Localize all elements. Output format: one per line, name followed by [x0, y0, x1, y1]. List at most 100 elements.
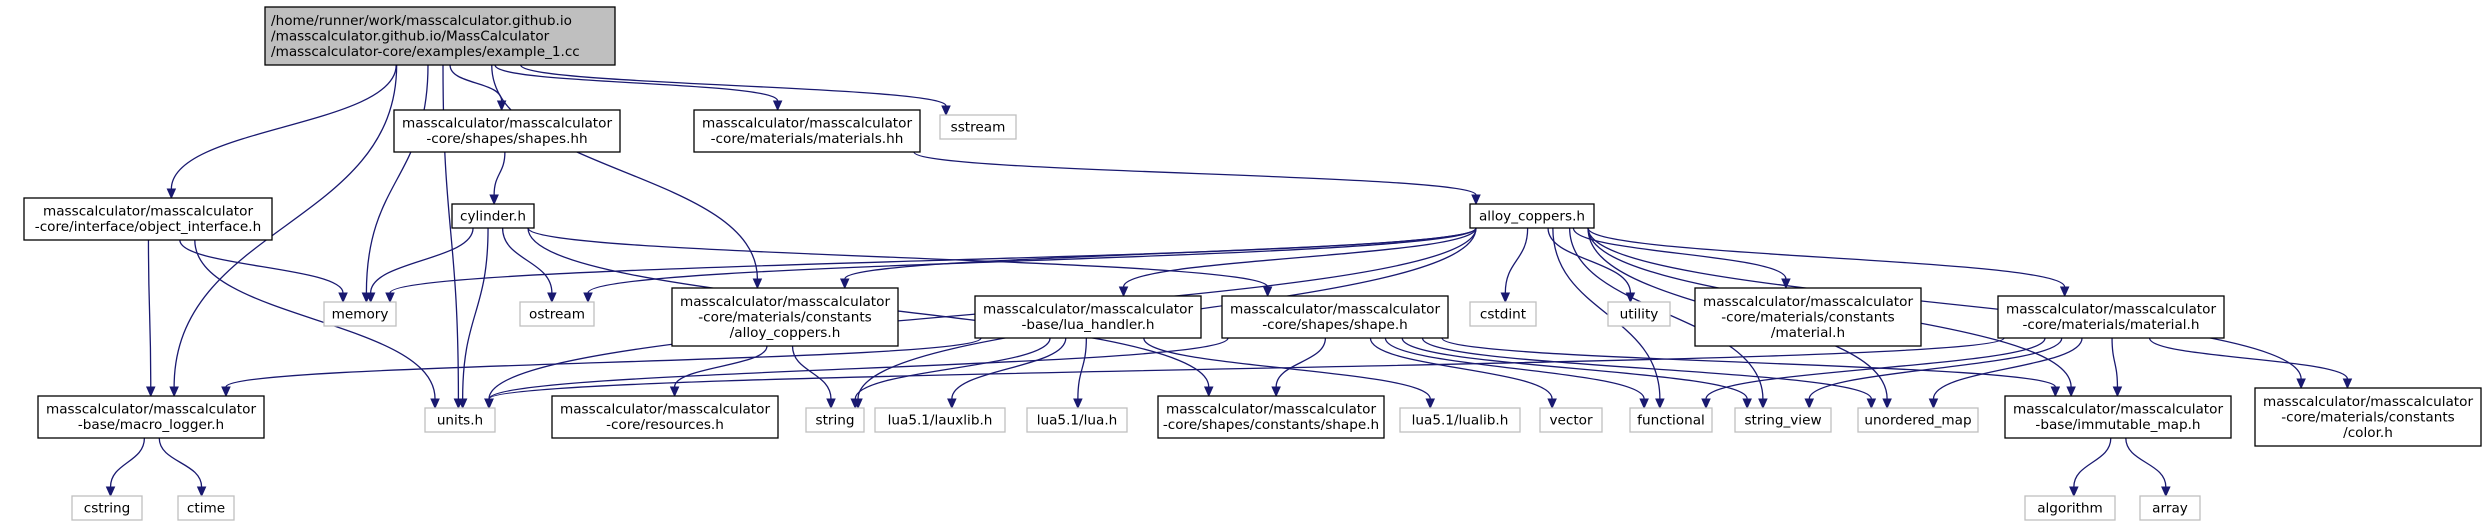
node-box: [71, 495, 143, 521]
node-resources[interactable]: masscalculator/masscalculator-core/resou…: [551, 395, 779, 439]
node-label-line: ostream: [529, 306, 585, 322]
node-label-line: masscalculator/masscalculator: [2263, 394, 2473, 410]
node-label-line: -base/macro_logger.h: [78, 417, 224, 433]
arrowhead-material_h-to-functional: [1701, 398, 1711, 410]
arrowhead-alloy_coppers-to-immutable_map: [2066, 386, 2076, 398]
node-constants-material[interactable]: masscalculator/masscalculator-core/mater…: [1694, 287, 1922, 347]
edge-lua_handler-to-lualib: [1143, 337, 1431, 400]
arrowhead-alloy_coppers-to-string_view: [1758, 398, 1768, 410]
edge-material_h-to-functional: [1705, 337, 2046, 400]
edge-alloy_coppers-to-cstdint: [1504, 227, 1529, 294]
edge-material_h-to-color: [2148, 337, 2349, 380]
node-box: [177, 495, 235, 521]
node-label-line: -core/shapes/shapes.hh: [426, 131, 587, 147]
arrowhead-alloy_coppers-to-color: [2296, 378, 2306, 390]
node-label-line: lua5.1/lua.h: [1037, 412, 1118, 428]
edge-material_h-to-string_view: [1808, 337, 2063, 400]
node-shape-h[interactable]: masscalculator/masscalculator-core/shape…: [1221, 295, 1449, 339]
arrowhead-alloy_coppers-to-unordered_map: [1882, 398, 1892, 410]
edge-materials_hh-to-alloy_coppers: [913, 151, 1477, 196]
node-box: [1857, 407, 1979, 433]
arrowhead-root-to-materials_hh: [772, 100, 783, 112]
node-label-line: cstring: [84, 500, 131, 516]
arrowhead-constants_alloy-to-string: [826, 398, 836, 410]
edge-shape_h-to-functional: [1384, 337, 1645, 400]
arrowhead-cylinder-to-units: [457, 398, 468, 410]
arrowhead-material_h-to-color: [2342, 378, 2353, 390]
edge-alloy_coppers-to-ostream: [587, 227, 1477, 294]
edge-alloy_coppers-to-utility: [1547, 227, 1632, 294]
node-label-line: lua5.1/lualib.h: [1412, 412, 1509, 428]
node-immutable-map[interactable]: masscalculator/masscalculator-base/immut…: [2004, 395, 2232, 439]
node-box: [874, 407, 1006, 433]
arrowhead-materials_hh-to-alloy_coppers: [1471, 194, 1481, 206]
node-box: [451, 203, 535, 229]
node-label-line: masscalculator/masscalculator: [46, 402, 256, 418]
arrowhead-lua_handler-to-lualib: [1425, 398, 1436, 410]
node-label-line: -core/materials/constants: [1721, 309, 1895, 325]
arrowhead-cylinder-to-shape_h: [1262, 286, 1273, 298]
node-label-line: unordered_map: [1864, 412, 1971, 428]
node-material-h[interactable]: masscalculator/masscalculator-core/mater…: [1997, 295, 2225, 339]
edge-cylinder-to-memory: [369, 227, 474, 294]
node-ctime: ctime: [177, 495, 235, 521]
node-unordered-map: unordered_map: [1857, 407, 1979, 433]
edge-cylinder-to-units: [461, 227, 489, 400]
edge-shape_h-to-constants_shape: [1275, 337, 1327, 388]
node-materials-hh[interactable]: masscalculator/masscalculator-core/mater…: [693, 109, 921, 153]
node-constants-shape[interactable]: masscalculator/masscalculator-core/shape…: [1157, 395, 1385, 439]
edge-shape_h-to-vector: [1369, 337, 1553, 400]
node-label-line: /home/runner/work/masscalculator.github.…: [271, 13, 572, 29]
arrowhead-shape_h-to-immutable_map: [2050, 386, 2061, 398]
node-box: [2254, 387, 2482, 447]
edge-cylinder-to-ostream: [501, 227, 553, 294]
node-label-line: masscalculator/masscalculator: [983, 302, 1193, 318]
node-box: [1469, 301, 1537, 327]
node-macro-logger[interactable]: masscalculator/masscalculator-base/macro…: [37, 395, 265, 439]
node-box: [2004, 395, 2232, 439]
node-box: [2024, 495, 2116, 521]
arrowhead-alloy_coppers-to-lua_handler: [1118, 286, 1129, 298]
arrowhead-macro_logger-to-cstring: [105, 486, 116, 498]
node-alloy-coppers[interactable]: alloy_coppers.h: [1469, 203, 1595, 229]
arrowhead-lua_handler-to-lua: [1073, 398, 1083, 410]
node-lua-handler[interactable]: masscalculator/masscalculator-base/lua_h…: [974, 295, 1202, 339]
node-object-interface[interactable]: masscalculator/masscalculator-core/inter…: [23, 197, 273, 241]
edge-immutable_map-to-algorithm: [2073, 437, 2112, 488]
node-label-line: -base/lua_handler.h: [1021, 317, 1154, 333]
node-cstdint: cstdint: [1469, 301, 1537, 327]
node-label-line: masscalculator/masscalculator: [2006, 302, 2216, 318]
node-label-line: masscalculator/masscalculator: [1703, 294, 1913, 310]
node-vector: vector: [1539, 407, 1603, 433]
arrowhead-root-to-macro_logger: [169, 386, 179, 398]
edge-cylinder-to-shape_h: [527, 227, 1269, 288]
node-constants-alloy[interactable]: masscalculator/masscalculator-core/mater…: [671, 287, 899, 347]
node-lauxlib: lua5.1/lauxlib.h: [874, 407, 1006, 433]
node-label-line: functional: [1637, 412, 1705, 428]
node-lualib: lua5.1/lualib.h: [1399, 407, 1521, 433]
node-shapes-hh[interactable]: masscalculator/masscalculator-core/shape…: [393, 109, 621, 153]
node-label-line: alloy_coppers.h: [1479, 208, 1585, 224]
edge-root-to-object_interface: [170, 64, 397, 190]
node-label-line: memory: [332, 306, 389, 322]
node-label-line: lua5.1/lauxlib.h: [888, 412, 993, 428]
edge-material_h-to-unordered_map: [1932, 337, 2083, 400]
edge-root-to-materials_hh: [494, 64, 779, 102]
node-label-line: -core/materials/materials.hh: [711, 131, 904, 147]
arrowhead-immutable_map-to-algorithm: [2069, 486, 2079, 498]
node-cylinder[interactable]: cylinder.h: [451, 203, 535, 229]
node-label-line: -core/materials/constants: [698, 309, 872, 325]
edge-lua_handler-to-lua: [1077, 337, 1087, 400]
node-box: [1734, 407, 1832, 433]
edge-alloy_coppers-to-color: [1587, 227, 2302, 380]
edge-constants_alloy-to-resources: [673, 345, 768, 388]
arrowhead-alloy_coppers-to-constants_alloy: [839, 278, 850, 290]
node-root[interactable]: /home/runner/work/masscalculator.github.…: [264, 6, 616, 66]
node-label-line: -core/materials/material.h: [2022, 317, 2199, 333]
node-color[interactable]: masscalculator/masscalculator-core/mater…: [2254, 387, 2482, 447]
edge-lua_handler-to-string: [854, 337, 1051, 400]
edge-material_h-to-immutable_map: [2111, 337, 2119, 388]
arrowhead-constants_alloy-to-resources: [669, 386, 680, 398]
node-functional: functional: [1629, 407, 1713, 433]
